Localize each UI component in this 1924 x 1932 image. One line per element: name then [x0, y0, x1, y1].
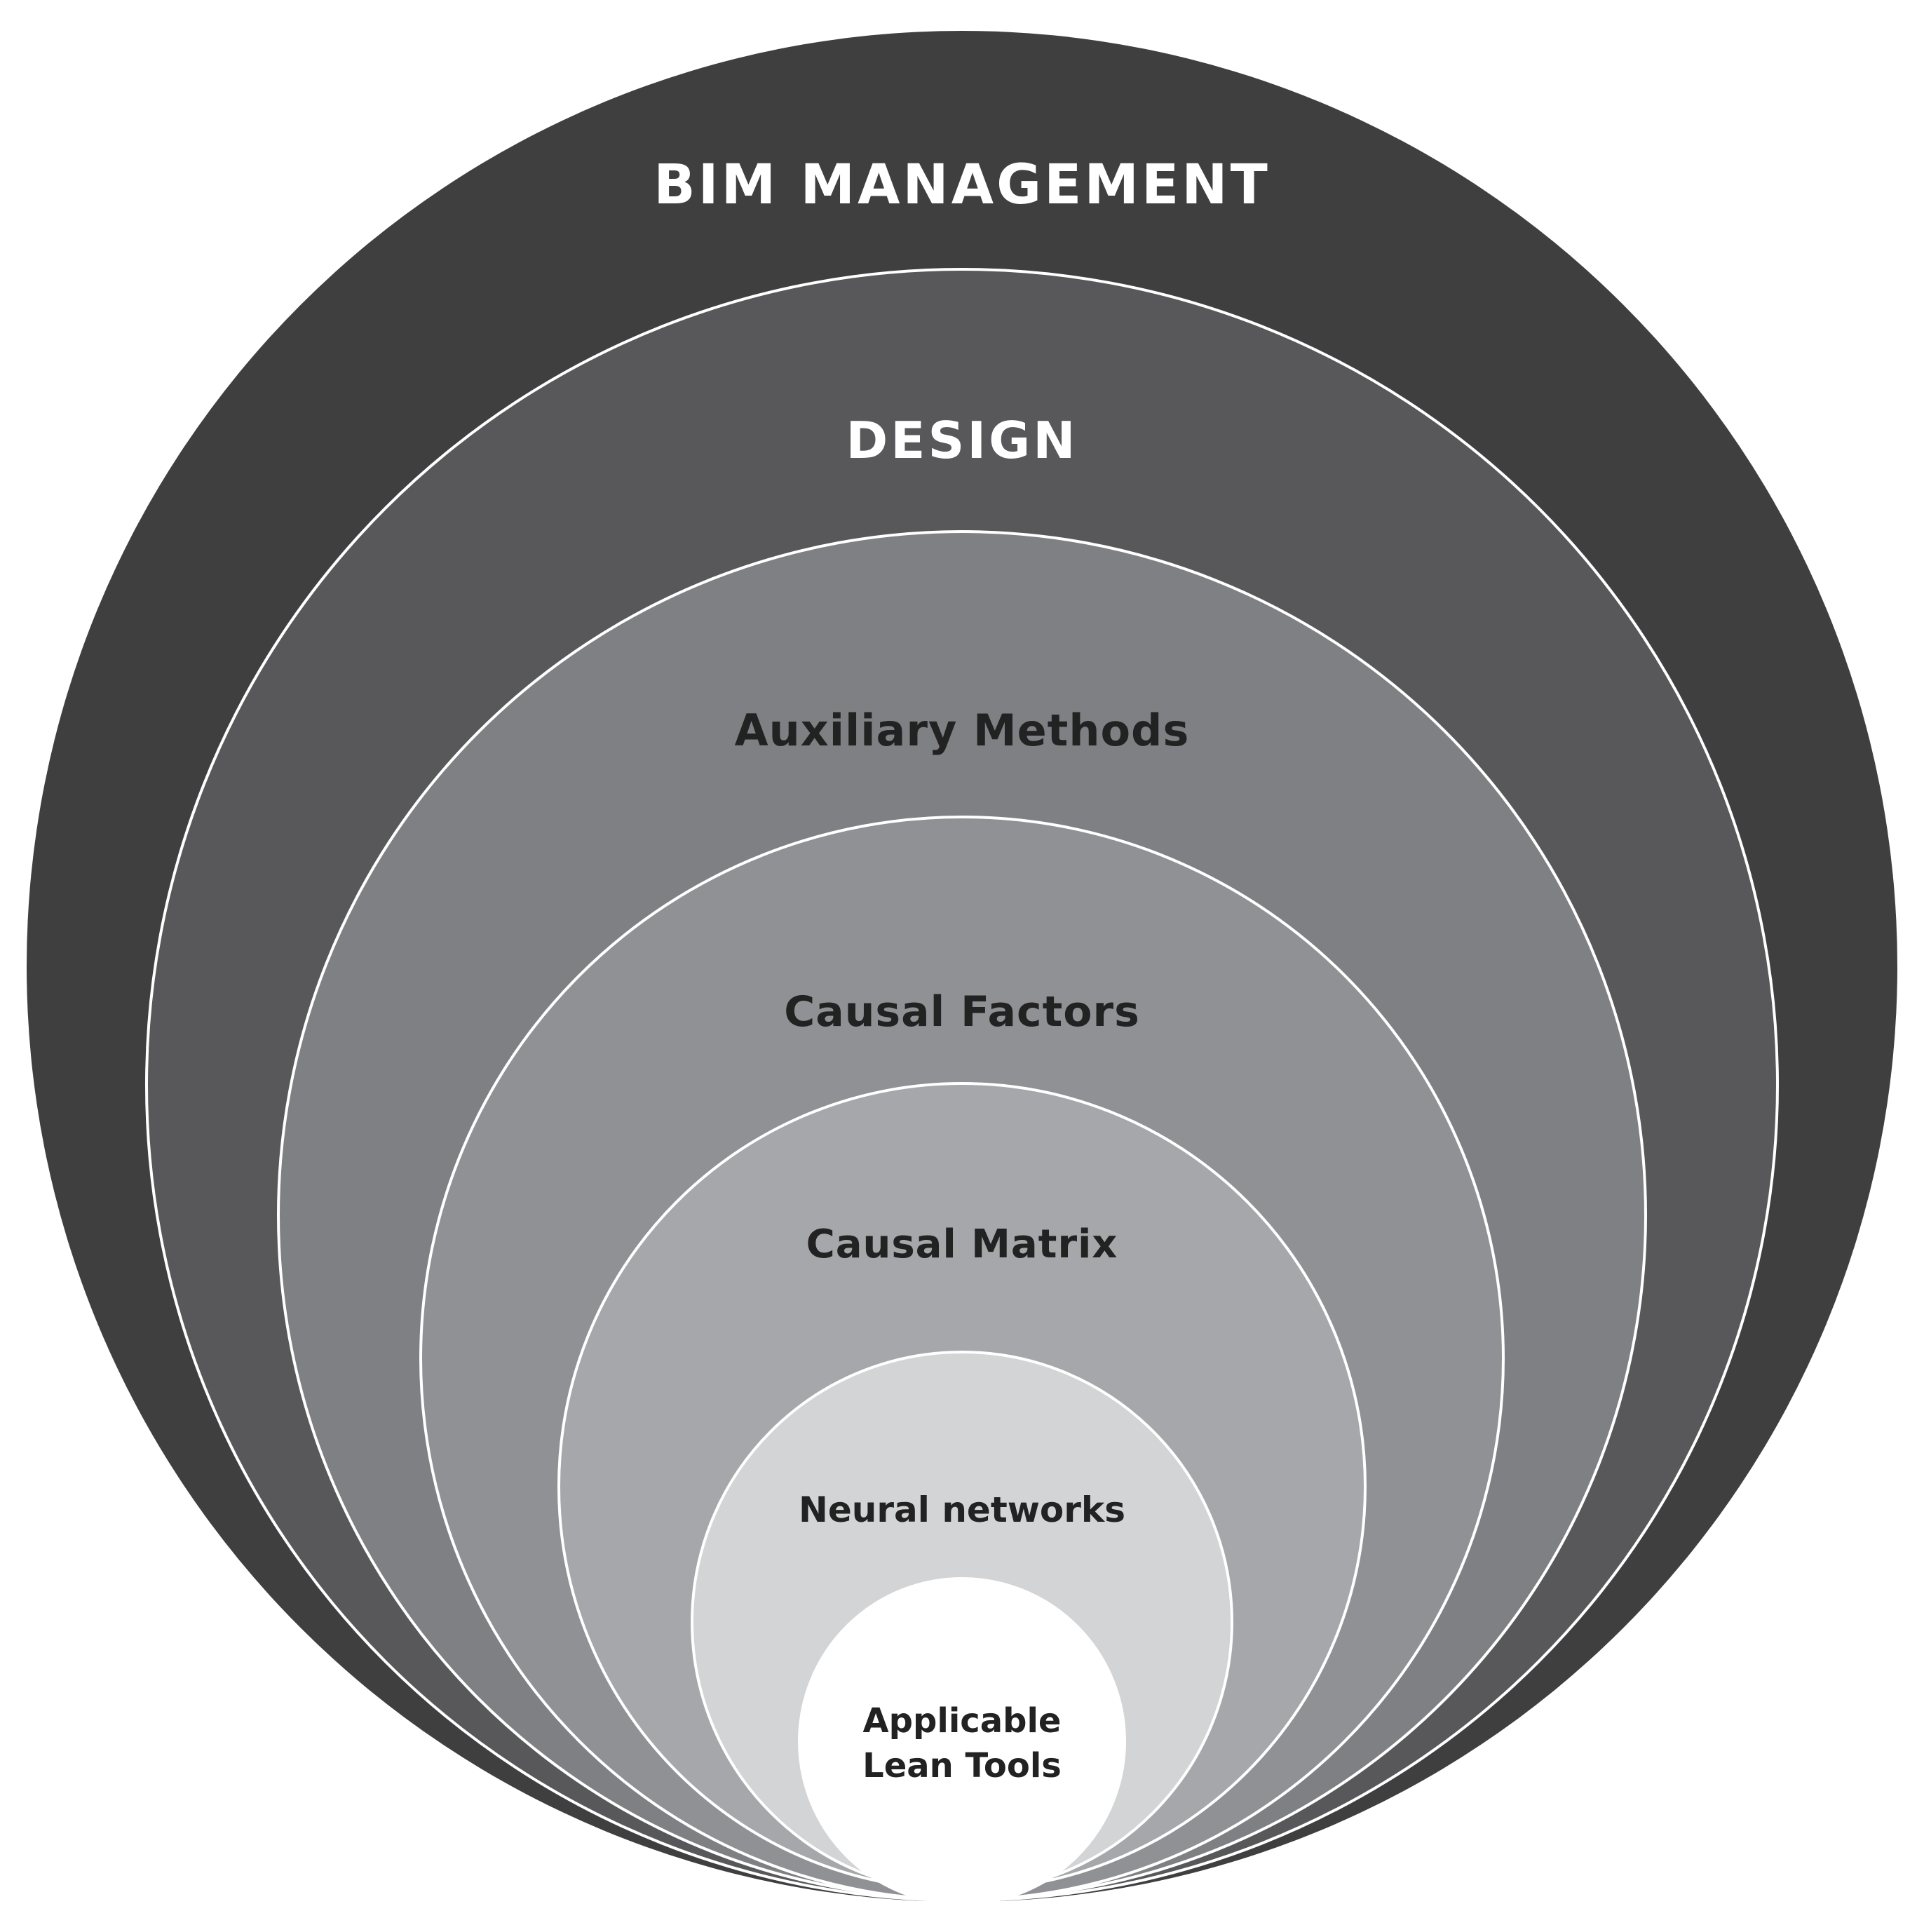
- layer-label-bim-management: BIM MANAGEMENT: [653, 154, 1271, 217]
- layer-labels: BIM MANAGEMENT DESIGN Auxiliary MethodsCau…: [653, 154, 1271, 1785]
- layer-label-line: Causal Matrix: [806, 1222, 1118, 1267]
- layer-circle-applicable-lean-tools: [798, 1577, 1126, 1905]
- layer-circles: [27, 31, 1897, 1905]
- layer-label-line: Lean Tools: [862, 1746, 1062, 1785]
- layer-label-causal-factors: Causal Factors: [784, 987, 1140, 1036]
- layer-label-line: BIM MANAGEMENT: [653, 154, 1271, 217]
- layer-label-design: DESIGN: [846, 411, 1078, 470]
- layer-label-line: Neural networks: [799, 1489, 1125, 1530]
- layer-label-line: Causal Factors: [784, 987, 1140, 1036]
- layer-label-auxiliary-methods: Auxiliary Methods: [735, 705, 1190, 756]
- layer-label-line: Applicable: [863, 1701, 1062, 1741]
- layer-label-neural-networks: Neural networks: [799, 1489, 1125, 1530]
- layer-label-line: DESIGN: [846, 411, 1078, 470]
- layer-label-causal-matrix: Causal Matrix: [806, 1222, 1118, 1267]
- layer-label-line: Auxiliary Methods: [735, 705, 1190, 756]
